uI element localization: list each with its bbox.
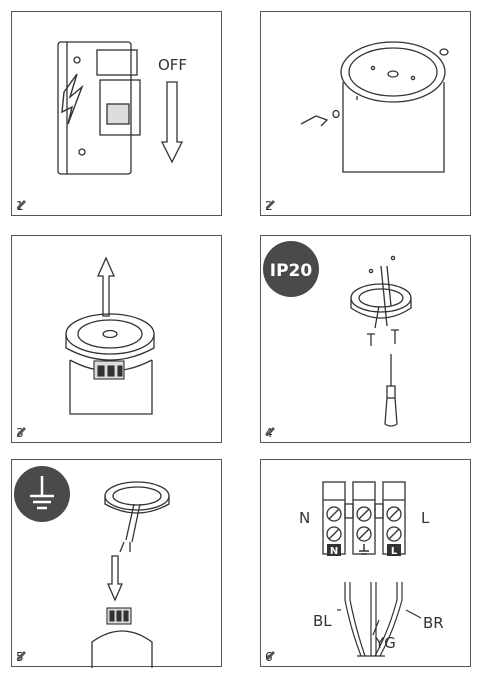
panel-step-1: OFF 1	[11, 11, 222, 216]
terminal-block	[323, 482, 405, 554]
wire-br-label: BR	[423, 614, 444, 632]
fixture-body-illustration	[261, 12, 472, 217]
step-number: 1	[16, 199, 24, 213]
step-number: 4	[265, 426, 273, 440]
panel-step-3: 3	[11, 235, 222, 443]
wiring-diagram-illustration: N L N L BL YG BR	[261, 460, 472, 668]
pencil-icon	[265, 650, 276, 661]
step-number: 3	[16, 426, 24, 440]
live-label: L	[421, 509, 430, 527]
pencil-icon	[265, 426, 276, 437]
breaker-switch-illustration: OFF	[12, 12, 223, 217]
ground-symbol-icon	[359, 544, 369, 554]
wire-bl-label: BL	[313, 612, 332, 630]
pencil-icon	[16, 426, 27, 437]
off-label: OFF	[158, 56, 187, 74]
panel-step-2: 2	[260, 11, 471, 216]
neutral-label: N	[299, 509, 310, 527]
pencil-icon	[16, 650, 27, 661]
terminal-mark-n: N	[330, 546, 338, 557]
wire-yg-label: YG	[374, 634, 396, 652]
mount-cover-illustration: IP20	[261, 236, 472, 444]
panel-step-6: N L N L BL YG BR 6	[260, 459, 471, 667]
pencil-icon	[16, 199, 27, 210]
step-number: 5	[16, 650, 24, 664]
ip20-text: IP20	[270, 261, 313, 281]
panel-step-5: 5	[11, 459, 222, 667]
pencil-icon	[265, 199, 276, 210]
panel-step-4: IP20 4	[260, 235, 471, 443]
step-number: 2	[265, 199, 273, 213]
remove-cover-illustration	[12, 236, 223, 444]
step-number: 6	[265, 650, 273, 664]
earth-connection-illustration	[12, 460, 223, 668]
terminal-mark-l: L	[391, 546, 398, 557]
